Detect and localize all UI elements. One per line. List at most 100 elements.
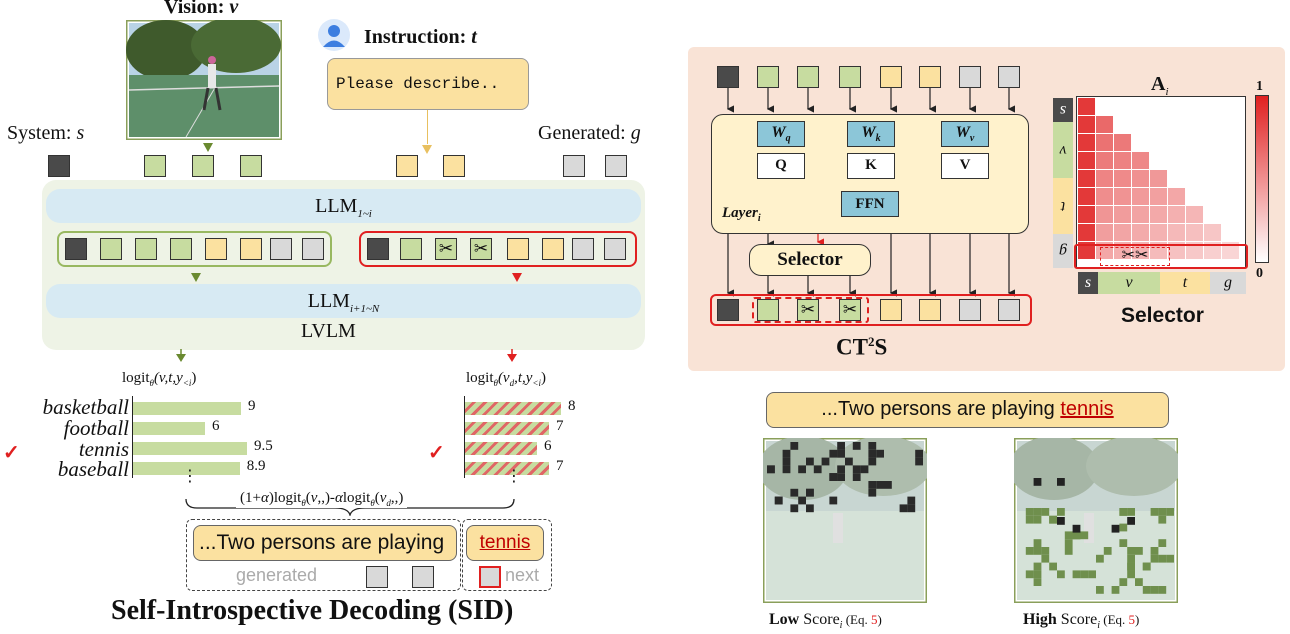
image-patch	[1150, 586, 1159, 594]
ffn-box: FFN	[841, 191, 899, 217]
image-patch	[1072, 524, 1081, 533]
heatmap-cell	[1168, 188, 1185, 205]
image-patch	[868, 457, 877, 466]
heatmap-cell	[1132, 188, 1149, 205]
logit-left-label: logitθ(v,t,y<i)	[122, 370, 197, 388]
ct2s-title: CT2S	[836, 334, 888, 360]
bar-value: 9.5	[254, 438, 273, 454]
image-patch	[1158, 508, 1167, 516]
token	[880, 299, 902, 321]
scissor-icon: ✂	[800, 300, 816, 319]
image-patch	[1127, 547, 1135, 555]
scissor-icon: ✂	[842, 300, 858, 319]
heatmap-cell	[1132, 152, 1149, 169]
heatmap-cell	[1114, 170, 1131, 187]
heatmap-cell	[1150, 206, 1167, 223]
heatmap-cell	[1078, 188, 1095, 205]
token	[880, 66, 902, 88]
heatmap-cell	[1150, 224, 1167, 241]
image-patch	[899, 504, 908, 513]
token-group-right	[359, 231, 637, 267]
token-group-left	[57, 231, 332, 267]
image-patch	[907, 496, 916, 505]
image-patch	[852, 465, 861, 474]
image-patch	[782, 457, 791, 466]
image-patch	[1103, 547, 1112, 555]
image-patch	[806, 504, 814, 513]
heatmap-cell	[1150, 188, 1167, 205]
token	[135, 238, 157, 260]
image-patch	[1127, 554, 1135, 563]
word-label: basketball	[42, 395, 129, 419]
image-patch	[1158, 539, 1167, 547]
image-patch	[1142, 586, 1151, 594]
matrix-prune-row	[1074, 244, 1248, 269]
image-patch	[1150, 547, 1159, 555]
heatmap-cell	[1168, 224, 1185, 241]
image-patch	[1127, 570, 1135, 579]
image-patch	[1057, 508, 1065, 516]
token	[100, 238, 122, 260]
image-patch	[868, 488, 877, 497]
output-group	[710, 294, 1032, 326]
bar-value: 8	[568, 398, 576, 414]
token	[757, 66, 779, 88]
image-patch	[829, 496, 838, 505]
bar-value: 9	[248, 398, 256, 414]
heatmap-cell	[1078, 98, 1095, 115]
image-patch	[829, 449, 838, 458]
image-patch	[852, 473, 861, 481]
image-patch	[860, 465, 869, 474]
image-patch	[1064, 531, 1073, 540]
heatmap-cell	[1114, 188, 1131, 205]
heatmap-cell	[1114, 242, 1131, 259]
image-patch	[798, 496, 806, 505]
prompt-box: Please describe..	[327, 58, 529, 110]
col-g: g	[1210, 272, 1246, 294]
image-patch	[1041, 554, 1050, 563]
llm-top-band: LLM1~i	[46, 189, 641, 223]
checkmark-icon: ✓	[3, 442, 20, 464]
bar-value: 7	[556, 458, 564, 474]
image-patch	[837, 449, 845, 458]
heatmap-cell	[1168, 242, 1185, 259]
image-patch	[1025, 508, 1034, 516]
system-label: System: s	[7, 122, 85, 144]
image-patch	[915, 449, 923, 458]
image-patch	[798, 465, 806, 474]
image-patch	[1049, 562, 1057, 571]
q-box: Q	[757, 153, 805, 179]
heatmap-cell	[1096, 188, 1113, 205]
image-patch	[1096, 554, 1104, 563]
generated-group	[186, 519, 461, 591]
token	[604, 238, 626, 260]
v-box: V	[941, 153, 989, 179]
row-v: v	[1053, 122, 1073, 178]
heatmap-cell	[1096, 152, 1113, 169]
image-patch	[1080, 570, 1089, 579]
token	[240, 238, 262, 260]
token-system	[48, 155, 70, 177]
image-patch	[907, 504, 916, 513]
token	[998, 66, 1020, 88]
image-patch	[1049, 515, 1057, 524]
image-patch	[868, 449, 877, 458]
bar-value: 6	[544, 438, 552, 454]
image-patch	[1150, 508, 1159, 516]
token-instruction	[396, 155, 418, 177]
heatmap-cell	[1078, 170, 1095, 187]
image-patch	[1119, 539, 1128, 547]
sid-title: Self-Introspective Decoding (SID)	[111, 595, 514, 626]
image-patch	[1041, 547, 1050, 555]
layer-label: Layeri	[722, 205, 761, 224]
image-patch	[1111, 524, 1120, 533]
bar	[133, 462, 240, 475]
token-generated	[563, 155, 585, 177]
selector-caption: Selector	[1121, 304, 1204, 327]
formula-brace	[185, 498, 515, 516]
bar	[465, 442, 537, 455]
image-patch	[1033, 562, 1042, 571]
token-generated	[412, 566, 434, 588]
vision-arrow	[203, 140, 213, 158]
word-label: football	[63, 416, 129, 440]
